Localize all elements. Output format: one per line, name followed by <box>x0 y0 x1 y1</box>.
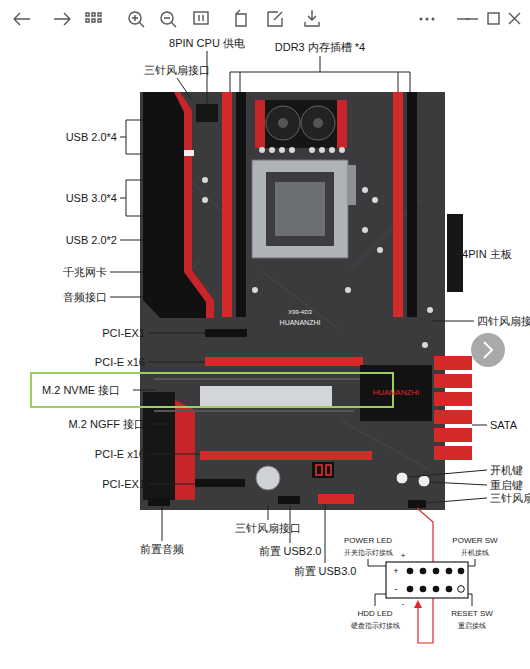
part-label: HUANANZHI <box>373 388 420 397</box>
part-label: 硬盘指示灯接线 <box>351 622 400 630</box>
board <box>140 92 472 510</box>
part-label: USB 2.0*4 <box>66 131 117 144</box>
part-label: 前置 USB3.0 <box>294 565 357 578</box>
toolbar-icons <box>14 10 520 27</box>
slot-label: M.2 NVME 接口 <box>32 384 392 397</box>
part-label: - <box>402 599 405 608</box>
part-label: USB 3.0*4 <box>66 192 117 205</box>
part-label: USB 2.0*2 <box>66 234 117 247</box>
part-label: PCI-E x16 <box>95 448 145 461</box>
part-label: - <box>395 584 398 594</box>
part-label: POWER SW <box>452 536 497 545</box>
part-label: 前置 USB2.0 <box>259 545 322 558</box>
part-label: PCI-EX1 <box>102 478 145 491</box>
part-label: M.2 NGFF 接口 <box>69 418 145 431</box>
part-label: 三针风扇接口 <box>144 64 210 77</box>
part-label: 三针风扇 <box>490 492 530 505</box>
part-label: 重启键 <box>490 479 523 492</box>
part-label: RESET SW <box>451 609 493 618</box>
part-label: 三针风扇接口 <box>235 522 301 535</box>
part-label: HUANANZHI <box>280 319 321 327</box>
pin-header <box>386 562 468 598</box>
part-label: 开关指示灯接线 <box>344 549 393 557</box>
leader-lines <box>110 51 487 606</box>
part-label: 开机接线 <box>461 549 489 557</box>
part-label: 前置音频 <box>140 543 184 556</box>
part-label: 重启接线 <box>458 622 486 630</box>
highlight-box: M.2 NVME 接口 <box>30 372 394 408</box>
next-button <box>471 333 505 367</box>
part-label: 四针风扇接 <box>477 315 530 328</box>
part-label: 千兆网卡 <box>63 266 107 279</box>
part-label: 8PIN CPU 供电 <box>169 37 245 50</box>
part-label: PCI-E x16 <box>95 356 145 369</box>
part-label: PCI-EX1 <box>102 327 145 340</box>
part-label: 开机键 <box>490 464 523 477</box>
part-label: + <box>393 566 398 576</box>
part-label: POWER LED <box>344 536 392 545</box>
part-label: HDD LED <box>357 609 392 618</box>
part-label: 24PIN 主板 <box>456 248 512 261</box>
part-label: X99-4D3 <box>288 309 312 316</box>
part-label: 音频接口 <box>63 291 107 304</box>
part-label: DDR3 内存插槽 *4 <box>275 41 365 54</box>
part-label: SATA <box>490 419 517 432</box>
part-label: + <box>401 551 406 560</box>
